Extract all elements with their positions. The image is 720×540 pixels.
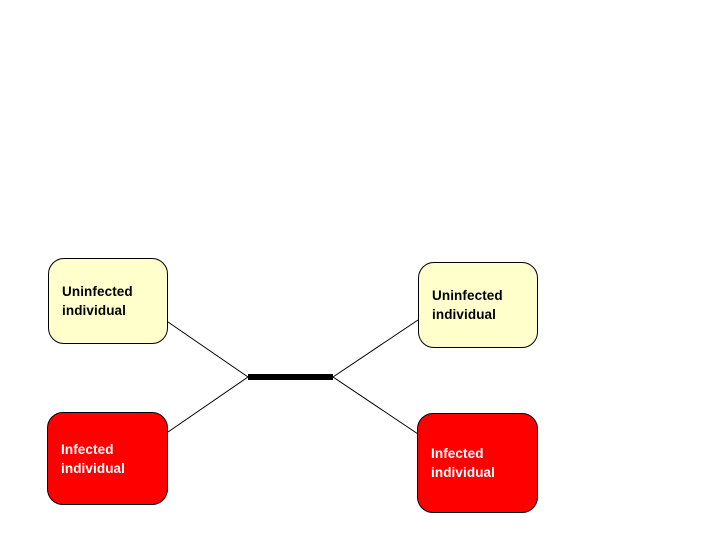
node-infected-right[interactable]: Infected individual [417,413,538,513]
node-label-line1: Uninfected [432,288,503,303]
node-uninfected-right[interactable]: Uninfected individual [418,262,538,348]
node-infected-left[interactable]: Infected individual [47,412,168,505]
connector-line-bottom-right [332,376,419,435]
connector-line-top-right [332,319,419,378]
node-uninfected-left[interactable]: Uninfected individual [48,258,168,344]
transmission-bar [248,374,333,380]
node-label-line2: individual [61,460,126,476]
node-label-line1: Uninfected [62,284,133,299]
connector-line-top-left [167,321,249,378]
node-label-line1: Infected [61,441,114,457]
node-label-line2: individual [62,303,127,318]
node-label-line1: Infected [431,446,484,461]
node-label-line2: individual [432,307,497,322]
connector-line-bottom-left [167,376,249,433]
node-label-line2: individual [431,465,496,480]
